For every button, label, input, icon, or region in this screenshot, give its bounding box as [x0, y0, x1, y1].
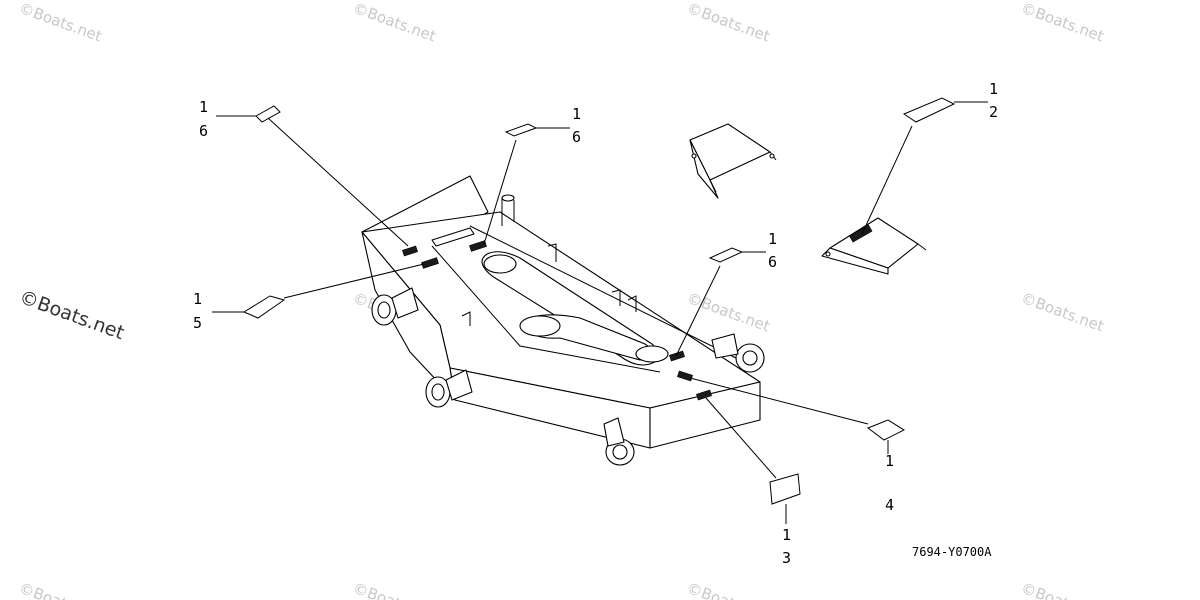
callout-part-number: 1: [572, 105, 581, 123]
watermark: ©Boats.net: [1019, 0, 1107, 45]
pulley-right: [635, 345, 669, 363]
decal-label[interactable]: [769, 473, 801, 505]
mower-deck: [361, 175, 765, 466]
belt-drive: [481, 251, 669, 366]
watermark: ©Boats.net: [1019, 289, 1107, 336]
deck-decal-mark: [469, 240, 487, 252]
callout-part-ref: 5: [193, 314, 202, 332]
callout-part-number: 1: [989, 80, 998, 98]
deck-decal-mark: [669, 350, 685, 362]
belt-cover-right: [821, 217, 927, 275]
callout-part-number: 1: [768, 230, 777, 248]
decal-label[interactable]: [504, 123, 538, 137]
deck-ridge: [431, 245, 661, 373]
deck-post-cap: [501, 194, 515, 202]
watermark: ©Boats.net: [17, 579, 105, 600]
callout-part-ref: 3: [782, 549, 791, 567]
callout-decal-15: 1 5: [193, 263, 425, 332]
watermark: ©Boats.net: [1019, 579, 1107, 600]
callout-part-ref: 6: [199, 122, 208, 140]
callout-decal-13: 1 3: [705, 397, 801, 567]
callout-part-ref: 6: [572, 128, 581, 146]
callout-decal-14: 1 4: [689, 377, 906, 514]
pulley-center: [519, 315, 561, 337]
deck-rear-edge: [469, 225, 741, 361]
watermark: ©Boats.net: [351, 579, 439, 600]
callout-decal-16-b: 1 6: [483, 105, 581, 245]
watermark: ©Boats.net: [685, 579, 773, 600]
decal-label[interactable]: [255, 105, 281, 123]
belt-cover-top: [689, 123, 777, 199]
decal-label[interactable]: [708, 247, 744, 263]
caster-wheels: [371, 287, 765, 466]
callout-decal-12: 1 2: [861, 80, 998, 235]
callout-part-number: 1: [199, 98, 208, 116]
callout-part-number: 1: [193, 290, 202, 308]
callout-part-ref: 2: [989, 103, 998, 121]
callout-part-ref: 4: [885, 496, 894, 514]
pulley-left: [483, 254, 517, 274]
watermark: ©Boats.net: [17, 0, 105, 45]
cover-decal-mark: [849, 224, 873, 243]
deck-decal-mark: [421, 257, 439, 269]
callout-decal-16-c: 1 6: [675, 230, 777, 357]
callout-part-ref: 6: [768, 253, 777, 271]
deck-decal-mark: [402, 245, 418, 257]
drawing-code: 7694-Y0700A: [912, 545, 992, 559]
decal-label[interactable]: [866, 419, 906, 441]
deck-tabs: [547, 243, 637, 312]
watermark: ©Boats.net: [351, 0, 439, 45]
deck-post: [501, 198, 515, 226]
watermark-left: ©Boats.net: [16, 286, 127, 344]
deck-slot: [431, 227, 475, 247]
deck-side-skirt: [649, 381, 761, 449]
callout-part-number: 1: [782, 526, 791, 544]
callout-part-number: 1: [885, 452, 894, 470]
decal-label[interactable]: [902, 97, 956, 123]
deck-decal-mark: [696, 389, 712, 401]
decal-label[interactable]: [242, 295, 286, 319]
callout-decal-16-a: 1 6: [199, 98, 409, 247]
watermark: ©Boats.net: [685, 0, 773, 45]
deck-tab-left: [461, 311, 471, 326]
deck-left-skirt: [361, 231, 456, 401]
